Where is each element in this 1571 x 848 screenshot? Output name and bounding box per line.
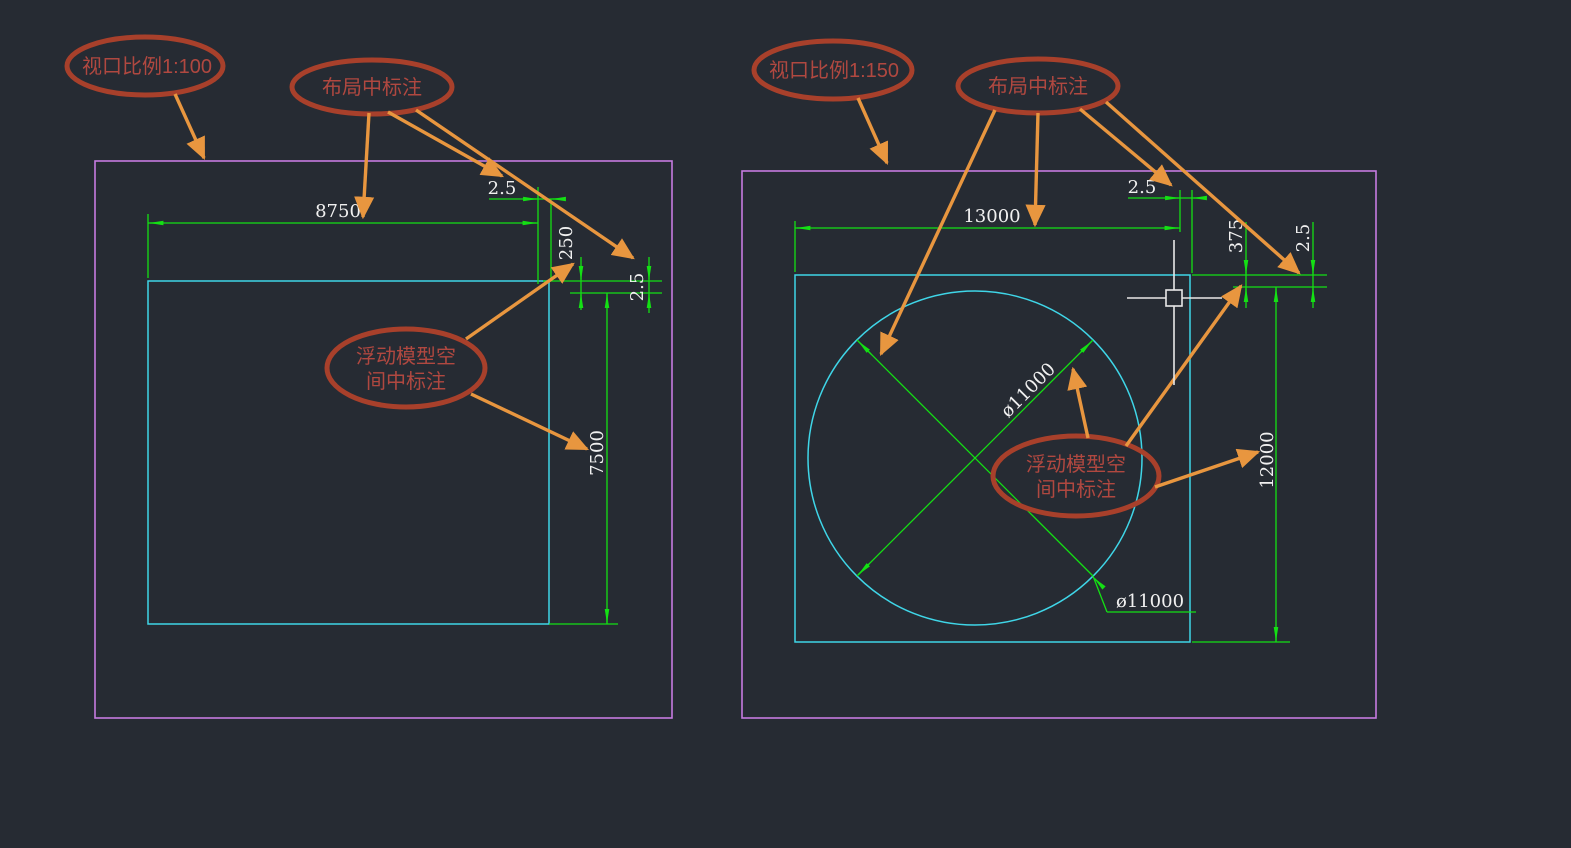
left-layout-arrow-3	[415, 108, 635, 260]
right-layout-label: 布局中标注	[988, 75, 1088, 98]
dim-text-2.5: 2.5	[627, 273, 648, 302]
dim-text-2.5: 2.5	[1293, 224, 1314, 253]
right-scale-arrow	[856, 97, 889, 166]
right-dim-13000[interactable]: 13000	[794, 190, 1181, 272]
left-scale-ellipse[interactable]	[64, 34, 226, 98]
right-layout-arrow-2	[1025, 112, 1046, 228]
dim-arrow	[1093, 577, 1106, 590]
dim-text-13000: 13000	[963, 206, 1020, 227]
pickbox	[1165, 289, 1183, 307]
right-dim-2.5-top[interactable]: 2.5	[1128, 177, 1207, 273]
left-dim-250[interactable]: 250	[543, 226, 662, 310]
dim-text-diameter: ø11000	[997, 359, 1060, 422]
dim-text-7500: 7500	[587, 430, 608, 476]
leader-line	[1092, 575, 1108, 613]
dim-text-12000: 12000	[1257, 431, 1278, 488]
left-layout-arrow-1	[354, 112, 375, 220]
dim-text-375: 375	[1226, 219, 1247, 253]
dim-text-diameter-leader: ø11000	[1116, 591, 1184, 612]
dim-text-2.5: 2.5	[488, 178, 517, 199]
dim-arrow	[1080, 341, 1092, 353]
right-float-arrow-2	[1124, 284, 1243, 447]
left-viewport-border[interactable]	[94, 160, 673, 719]
left-layout-label: 布局中标注	[322, 76, 422, 99]
right-scale-ellipse[interactable]	[751, 38, 915, 102]
left-layout-ellipse[interactable]	[289, 57, 455, 117]
right-dim-2.5-side[interactable]: 2.5	[1293, 222, 1316, 308]
right-float-model-label-1: 浮动模型空	[1026, 453, 1126, 476]
right-layout-arrow-1	[879, 109, 997, 357]
right-float-arrow-1	[1067, 366, 1090, 439]
right-layout-arrow-3	[1078, 107, 1173, 187]
right-layout-arrow-4	[1104, 100, 1301, 275]
right-float-model-ellipse[interactable]	[990, 433, 1162, 519]
dim-text-250: 250	[556, 226, 577, 260]
left-dim-7500[interactable]: 7500	[549, 293, 618, 625]
right-viewport-group: 13000 2.5 375 2.5	[741, 38, 1377, 719]
right-dim-diameter-leader[interactable]: ø11000	[856, 339, 1196, 613]
right-dim-375[interactable]: 375	[1192, 219, 1327, 308]
left-dim-2.5-side[interactable]: 2.5	[627, 257, 652, 313]
right-model-circle[interactable]	[807, 290, 1143, 626]
right-model-rectangle[interactable]	[794, 274, 1191, 643]
left-model-rectangle[interactable]	[147, 280, 550, 625]
dim-arrow	[858, 341, 872, 355]
left-float-model-label-2: 间中标注	[366, 370, 446, 393]
left-layout-arrow-2	[387, 110, 504, 178]
dim-text-2.5: 2.5	[1128, 177, 1157, 198]
right-viewport-border[interactable]	[741, 170, 1377, 719]
left-dim-2.5-top[interactable]: 2.5	[488, 178, 566, 279]
left-viewport-group: 8750 2.5 250 2.5	[64, 34, 673, 719]
left-float-model-label-1: 浮动模型空	[356, 345, 456, 368]
right-dim-12000[interactable]: 12000	[1192, 287, 1290, 643]
left-scale-arrow	[173, 93, 206, 161]
left-dim-8750[interactable]: 8750	[147, 187, 539, 284]
left-float-arrow-1	[465, 262, 575, 341]
crosshair-cursor	[1127, 240, 1222, 385]
dim-text-8750: 8750	[315, 201, 361, 222]
left-scale-label: 视口比例1:100	[82, 55, 212, 78]
dim-line[interactable]	[856, 339, 1094, 577]
right-float-model-label-2: 间中标注	[1036, 478, 1116, 501]
right-float-arrow-3	[1154, 448, 1261, 489]
left-float-model-ellipse[interactable]	[324, 326, 488, 410]
left-float-arrow-2	[470, 392, 590, 451]
dim-arrow	[858, 563, 870, 575]
right-scale-label: 视口比例1:150	[769, 59, 899, 82]
